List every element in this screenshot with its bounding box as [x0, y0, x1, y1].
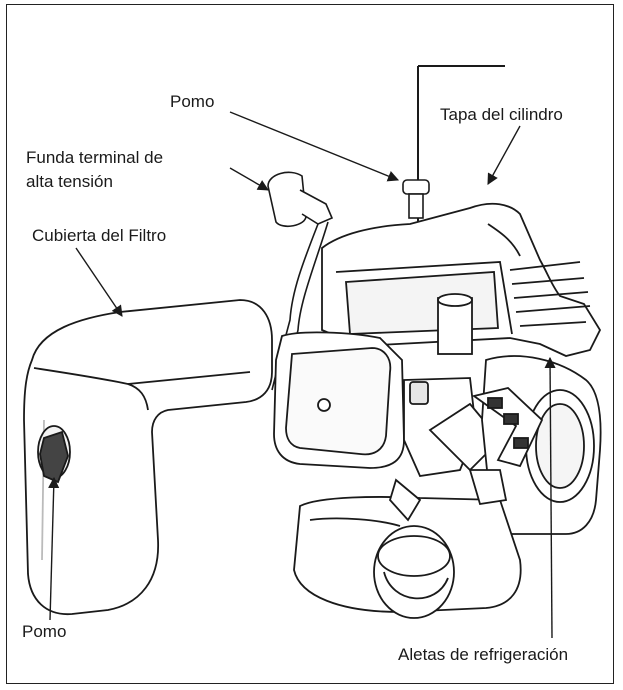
leader-lines [48, 111, 556, 639]
arrow-funda [229, 167, 269, 191]
label-cubierta-filtro: Cubierta del Filtro [32, 226, 167, 245]
arrow-aletas [544, 356, 556, 639]
arrow-pomo-top [229, 111, 400, 182]
label-pomo-bottom: Pomo [22, 622, 67, 641]
label-aletas: Aletas de refrigeración [398, 645, 569, 664]
label-funda-line2: alta tensión [26, 172, 113, 191]
arrow-pomo-bottom [48, 476, 60, 621]
label-funda-line1: Funda terminal de [26, 148, 164, 167]
top-knob [402, 179, 430, 219]
arrow-cubierta [75, 247, 123, 317]
spark-plug-boot [267, 171, 334, 391]
label-tapa-cilindro: Tapa del cilindro [440, 105, 563, 124]
filter-cover [23, 299, 273, 615]
label-pomo-top: Pomo [170, 92, 215, 111]
arrow-tapa-cilindro [487, 125, 521, 185]
engine-body [273, 202, 602, 619]
